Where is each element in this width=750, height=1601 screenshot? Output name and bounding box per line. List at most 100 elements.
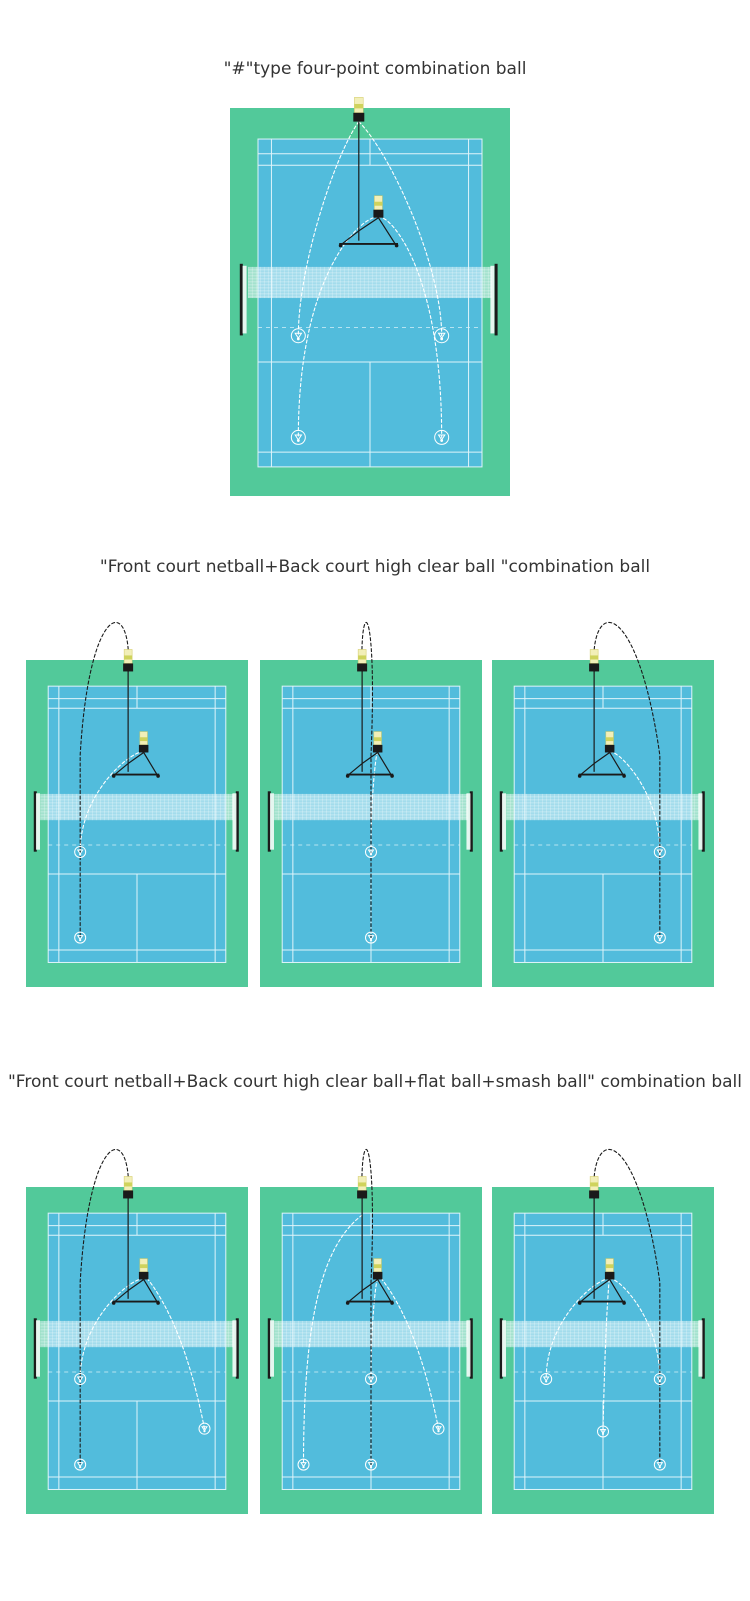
- trajectory-high-clear-right: [593, 621, 661, 939]
- target-cork: [658, 938, 661, 942]
- machine-stand-leg: [114, 1290, 129, 1303]
- trajectory-high-clear-right: [593, 1148, 661, 1466]
- ball-machine-icon: [357, 1176, 368, 1199]
- shuttlecock-target-icon: [297, 1458, 310, 1471]
- shuttlecock-target-icon: [434, 429, 450, 445]
- machine-band: [590, 655, 599, 660]
- target-ring: [198, 1422, 211, 1435]
- machine-stand-arm: [361, 751, 379, 765]
- target-ring: [297, 1458, 310, 1471]
- target-ring: [434, 429, 450, 445]
- target-cork: [658, 1465, 661, 1469]
- ball-machine-icon: [604, 1258, 615, 1280]
- machine-stand-leg: [580, 763, 595, 776]
- net-post-left: [269, 793, 274, 850]
- machine-band: [373, 1264, 382, 1269]
- ball-machine-icon: [589, 649, 600, 672]
- shuttlecock-target-icon: [74, 1458, 87, 1471]
- court-group: [260, 1149, 482, 1514]
- net-post-right: [701, 791, 705, 852]
- shuttlecock-target-icon: [74, 931, 87, 944]
- shuttlecock-target-icon: [653, 845, 666, 858]
- machine-head: [604, 1271, 615, 1280]
- net-post-left: [501, 793, 506, 850]
- machine-head: [138, 744, 149, 753]
- machine-stand-arm: [593, 751, 611, 765]
- target-shuttle: [294, 332, 303, 340]
- trajectory-smash-right: [377, 1273, 440, 1430]
- court-diagram-four-point: [230, 97, 510, 496]
- shuttlecock-target-icon: [653, 1458, 666, 1471]
- machine-wheel: [111, 1301, 116, 1305]
- target-ring: [540, 1372, 553, 1385]
- shuttlecock-target-icon: [198, 1422, 211, 1435]
- target-shuttle: [201, 1426, 208, 1432]
- ball-machine-icon: [589, 1176, 600, 1199]
- court-diagram-netball-clear-left: [26, 621, 248, 987]
- section-title-four-point: "#"type four-point combination ball: [223, 59, 527, 79]
- machine-stand-arm: [361, 1278, 379, 1292]
- net-band: [40, 793, 234, 821]
- target-cork: [545, 1380, 548, 1383]
- machine-head: [123, 1190, 134, 1199]
- target-ring: [434, 328, 450, 344]
- target-shuttle: [656, 935, 664, 941]
- net-post-right: [698, 793, 703, 850]
- court-group: [230, 97, 510, 496]
- machine-band: [358, 1182, 367, 1187]
- machine-head: [138, 1271, 149, 1280]
- court-diagram-four-type-3: [492, 1148, 714, 1514]
- shuttlecock-target-icon: [365, 931, 377, 944]
- shuttlecock-target-icon: [597, 1425, 609, 1438]
- target-shuttle: [367, 935, 375, 941]
- net-post-left: [33, 1318, 37, 1379]
- target-ring: [365, 1372, 377, 1385]
- shuttlecock-target-icon: [365, 845, 377, 858]
- net-post-right: [232, 1320, 237, 1377]
- target-cork: [296, 439, 300, 442]
- net-post-left: [269, 1320, 274, 1377]
- machine-band: [358, 655, 367, 660]
- net-post-left: [35, 1320, 40, 1377]
- machine-stand-leg: [377, 217, 396, 245]
- net-band: [506, 1320, 700, 1348]
- net-band: [248, 266, 492, 299]
- target-ring: [365, 1458, 377, 1471]
- target-cork: [437, 1430, 440, 1433]
- machine-stand-arm: [358, 217, 379, 232]
- machine-stand-leg: [348, 763, 363, 776]
- net-post-left: [242, 265, 247, 334]
- trajectory-netball-left: [545, 1278, 611, 1380]
- target-ring: [74, 1458, 87, 1471]
- target-cork: [440, 337, 444, 341]
- court-diagram-netball-clear-center: [260, 622, 482, 987]
- machine-head: [123, 663, 134, 672]
- machine-band: [139, 1264, 148, 1269]
- trajectory-smash-center: [602, 1273, 611, 1432]
- machine-band: [124, 1182, 133, 1187]
- target-shuttle: [599, 1429, 607, 1435]
- shuttlecock-target-icon: [434, 328, 450, 344]
- court-group: [26, 1148, 248, 1514]
- trajectory-netball-left: [79, 1278, 145, 1380]
- target-cork: [302, 1465, 305, 1469]
- target-cork: [601, 1432, 605, 1436]
- target-shuttle: [76, 1462, 84, 1468]
- net-post-left: [267, 791, 271, 852]
- ball-machine-icon: [373, 195, 384, 218]
- ball-machine-icon: [123, 649, 134, 672]
- target-cork: [658, 853, 661, 856]
- net-post-left: [35, 793, 40, 850]
- target-shuttle: [437, 434, 446, 441]
- machine-head: [357, 663, 368, 672]
- court-group: [492, 1148, 714, 1514]
- ball-machine-icon: [138, 731, 149, 753]
- machine-band: [605, 737, 614, 742]
- trajectory-high-clear-center: [361, 622, 373, 939]
- target-shuttle: [76, 935, 84, 941]
- shuttlecock-target-icon: [74, 1372, 87, 1385]
- target-cork: [440, 439, 444, 442]
- shuttlecock-target-icon: [74, 845, 87, 858]
- machine-head: [604, 744, 615, 753]
- machine-stand-arm: [127, 751, 145, 765]
